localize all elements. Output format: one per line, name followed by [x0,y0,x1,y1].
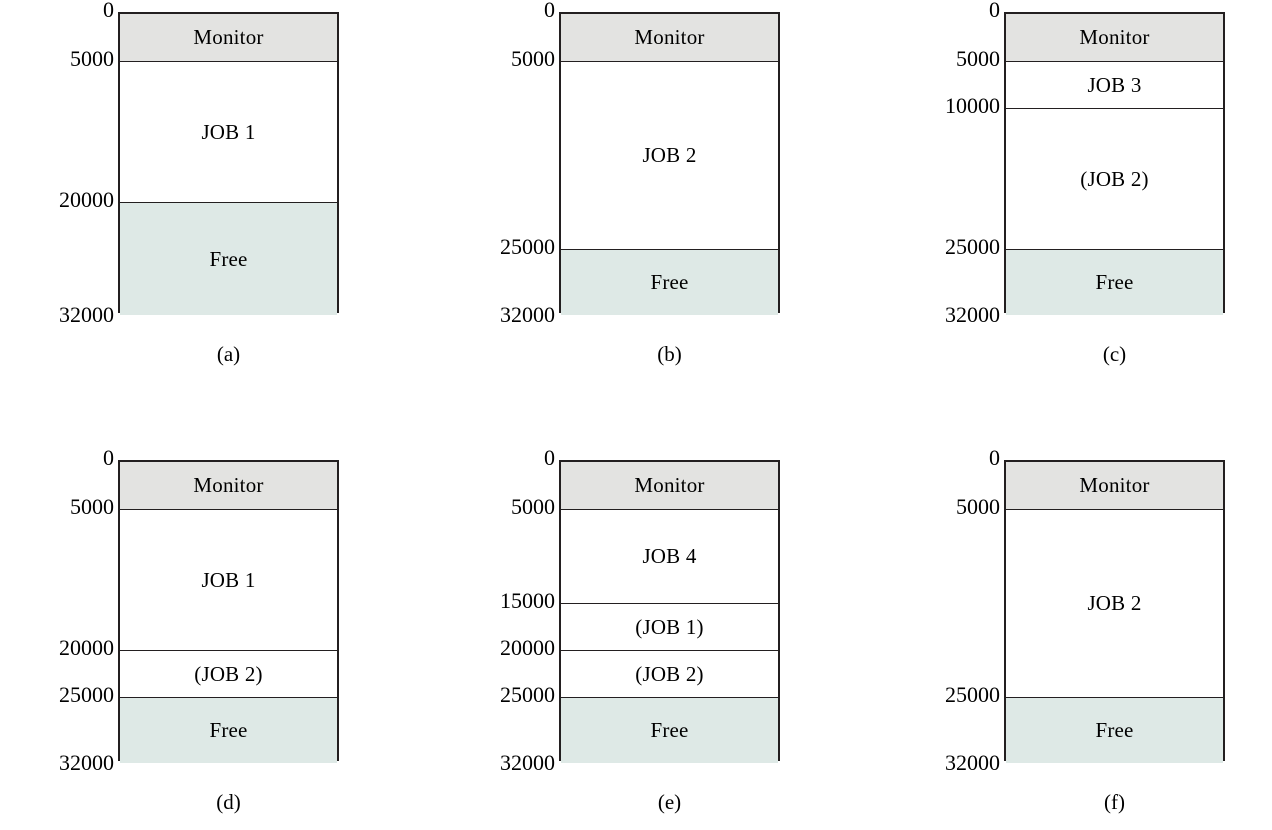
memory-segment: Monitor [1006,462,1223,510]
address-tick: 5000 [511,46,555,72]
memory-segment-label: Monitor [1079,473,1150,498]
panel-caption-f: (f) [1104,790,1125,814]
address-tick: 15000 [500,588,555,614]
memory-segment-label: (JOB 2) [194,661,263,686]
memory-segment: Free [1006,249,1223,315]
memory-segment-label: Free [650,718,689,743]
address-tick: 20000 [500,635,555,661]
panel-caption-a: (a) [216,342,241,366]
address-tick: 0 [103,445,114,470]
address-tick: 32000 [59,750,114,775]
memory-segment-label: (JOB 1) [635,614,704,639]
panel-caption-c: (c) [1102,342,1127,366]
memory-segment-label: (JOB 2) [635,661,704,686]
address-tick: 0 [989,445,1000,470]
panel-caption-d: (d) [216,790,241,814]
memory-segment: (JOB 2) [1006,108,1223,250]
memory-segment: Free [561,697,778,763]
address-tick: 32000 [945,750,1000,775]
address-tick: 5000 [70,46,114,72]
address-axis-e: 0 5000 15000 20000 25000 32000 [459,447,555,774]
memory-segment-label: JOB 1 [201,119,256,144]
address-tick: 32000 [500,302,555,327]
address-tick: 20000 [59,635,114,661]
address-tick: 0 [544,445,555,470]
memory-segment-label: Monitor [193,473,264,498]
memory-segment-label: Free [1095,718,1134,743]
memory-segment: JOB 1 [120,509,337,651]
memory-segment-label: JOB 2 [1087,591,1142,616]
memory-segment: JOB 2 [1006,509,1223,698]
address-tick: 5000 [956,494,1000,520]
memory-segment-label: Free [209,718,248,743]
address-tick: 0 [989,0,1000,22]
address-tick: 5000 [956,46,1000,72]
memory-segment-label: JOB 3 [1087,72,1142,97]
memory-segment-label: JOB 1 [201,567,256,592]
memory-segment: Free [120,697,337,763]
address-tick: 0 [544,0,555,22]
address-tick: 25000 [500,234,555,260]
memory-segment-label: Free [1095,270,1134,295]
memory-segment: Monitor [1006,14,1223,62]
memory-segment: JOB 4 [561,509,778,604]
memory-segment-label: Free [650,270,689,295]
address-tick: 5000 [511,494,555,520]
memory-segment: (JOB 1) [561,603,778,651]
memory-segment: Free [120,202,337,315]
address-axis-a: 0 5000 20000 32000 [18,0,114,326]
address-axis-f: 0 5000 25000 32000 [904,447,1000,774]
address-tick: 32000 [59,302,114,327]
memory-segment-label: Free [209,246,248,271]
address-tick: 20000 [59,187,114,213]
panel-caption-b: (b) [657,342,682,366]
memory-segment-label: Monitor [634,25,705,50]
memory-segment: Free [1006,697,1223,763]
address-tick: 0 [103,0,114,22]
address-tick: 25000 [945,682,1000,708]
address-tick: 25000 [945,234,1000,260]
panel-caption-e: (e) [657,790,682,814]
memory-segment: Monitor [120,462,337,510]
address-axis-b: 0 5000 25000 32000 [459,0,555,326]
memory-segment-label: (JOB 2) [1080,166,1149,191]
memory-segment: Monitor [561,14,778,62]
memory-segment-label: Monitor [1079,25,1150,50]
memory-segment-label: Monitor [193,25,264,50]
address-tick: 32000 [945,302,1000,327]
memory-segment-label: JOB 4 [642,544,697,569]
memory-segment: JOB 2 [561,61,778,250]
memory-segment: JOB 3 [1006,61,1223,109]
memory-segment: (JOB 2) [120,650,337,698]
address-tick: 32000 [500,750,555,775]
address-tick: 10000 [945,93,1000,119]
address-tick: 5000 [70,494,114,520]
memory-segment: JOB 1 [120,61,337,203]
address-tick: 25000 [500,682,555,708]
address-axis-d: 0 5000 20000 25000 32000 [18,447,114,774]
memory-segment: Monitor [120,14,337,62]
memory-segment-label: JOB 2 [642,143,697,168]
address-tick: 25000 [59,682,114,708]
memory-segment: Monitor [561,462,778,510]
memory-segment: Free [561,249,778,315]
address-axis-c: 0 5000 10000 25000 32000 [904,0,1000,326]
memory-segment: (JOB 2) [561,650,778,698]
memory-segment-label: Monitor [634,473,705,498]
